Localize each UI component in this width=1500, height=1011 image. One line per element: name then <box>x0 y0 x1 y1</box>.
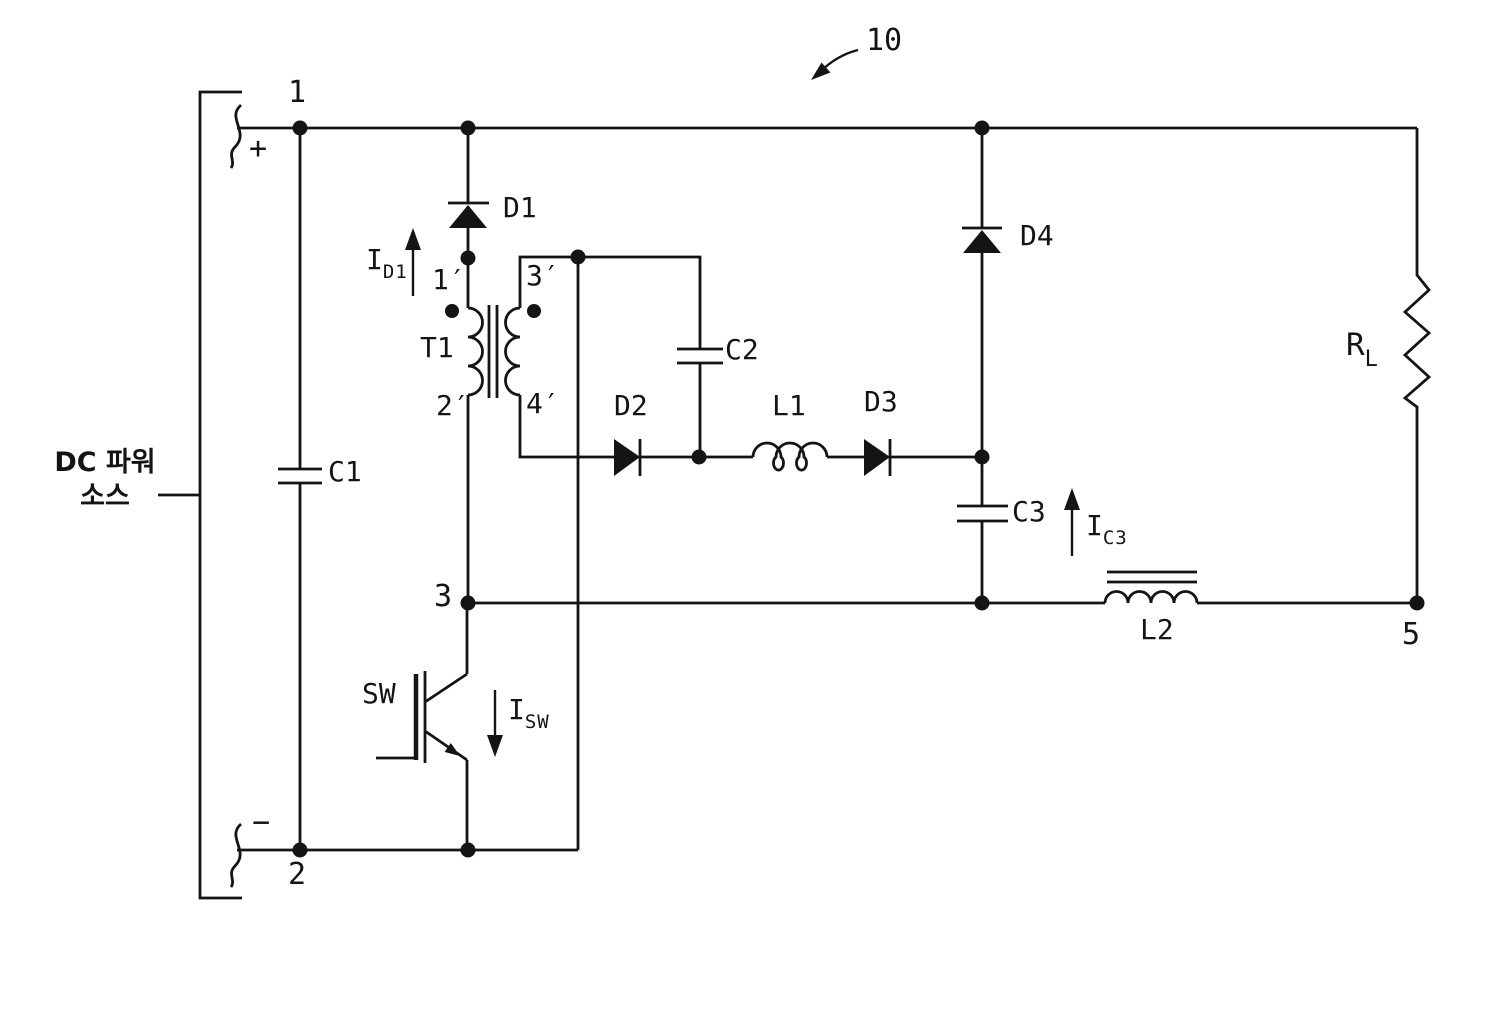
diode-d1 <box>448 128 489 308</box>
t1-terminal-4-label: 4′ <box>526 387 560 420</box>
switch-sw-label: SW <box>362 677 396 710</box>
resistor-rl <box>1402 128 1432 603</box>
current-id1-sub: D1 <box>382 261 408 283</box>
t1-terminal-1-label: 1′ <box>432 263 466 296</box>
t1-primary-winding <box>467 306 484 397</box>
transformer-t1-label: T1 <box>420 331 454 364</box>
dc-source-label-line1: DC 파워 <box>54 447 156 478</box>
current-isw-label: ISW <box>508 693 550 732</box>
capacitor-c1-label: C1 <box>328 455 362 488</box>
diode-d3-label: D3 <box>864 385 898 418</box>
load-rl-sub: L <box>1364 347 1378 372</box>
t1-terminal-2-label: 2′ <box>436 389 470 422</box>
current-isw-sub: SW <box>524 711 550 733</box>
current-ic3-label: IC3 <box>1086 509 1128 548</box>
load-rl-main: R <box>1346 327 1365 363</box>
t1-core <box>487 305 499 398</box>
dc-source-label-line2: 소스 <box>80 481 130 512</box>
dc-source-label: DC 파워 소스 <box>30 446 180 514</box>
break-squiggle-top <box>229 103 243 169</box>
diode-d4-label: D4 <box>1020 219 1054 252</box>
current-arrow-isw <box>487 690 503 757</box>
current-arrow-id1 <box>405 228 421 296</box>
current-id1-label: ID1 <box>366 243 408 282</box>
load-rl-label: RL <box>1346 327 1378 371</box>
current-id1-main: I <box>366 243 383 276</box>
inductor-l2 <box>1103 570 1199 604</box>
node-5-label: 5 <box>1402 617 1421 652</box>
sw-collector <box>424 603 469 704</box>
transformer-t1 <box>445 304 541 603</box>
current-ic3-sub: C3 <box>1102 527 1128 549</box>
current-isw-main: I <box>508 693 525 726</box>
l2-core <box>1107 570 1197 584</box>
capacitor-c2 <box>518 255 723 457</box>
t1-secondary-winding <box>504 306 521 397</box>
capacitor-c1 <box>278 128 322 850</box>
sw-emitter-arrowhead <box>444 743 460 756</box>
polarity-plus-label: + <box>249 131 268 166</box>
dc-source-bracket <box>158 90 243 900</box>
capacitor-c2-label: C2 <box>725 333 759 366</box>
t1-polarity-dot-primary <box>445 304 459 318</box>
switch-sw <box>376 603 469 850</box>
node-1-label: 1 <box>288 75 307 110</box>
t1-terminal-3-label: 3′ <box>526 259 560 292</box>
polarity-minus-label: − <box>252 805 271 840</box>
node-2-label: 2 <box>288 857 307 892</box>
node-3-label: 3 <box>434 579 453 614</box>
current-arrow-ic3 <box>1064 488 1080 556</box>
figure-ref-label: 10 <box>866 23 903 58</box>
capacitor-c3 <box>957 457 1008 603</box>
inductor-l1-label: L1 <box>772 389 806 422</box>
diode-d1-label: D1 <box>503 191 537 224</box>
inductor-l2-label: L2 <box>1140 613 1174 646</box>
current-ic3-main: I <box>1086 509 1103 542</box>
inductor-l1 <box>751 441 864 472</box>
break-squiggle-bottom <box>229 822 243 888</box>
t1-polarity-dot-secondary <box>527 304 541 318</box>
junction-dots <box>292 120 1425 858</box>
capacitor-c3-label: C3 <box>1012 495 1046 528</box>
diode-d2-label: D2 <box>614 389 648 422</box>
diode-d3 <box>864 439 982 476</box>
figure-ref-arrow <box>811 48 859 80</box>
sw-emitter <box>424 729 469 850</box>
diode-d4 <box>962 128 1002 457</box>
